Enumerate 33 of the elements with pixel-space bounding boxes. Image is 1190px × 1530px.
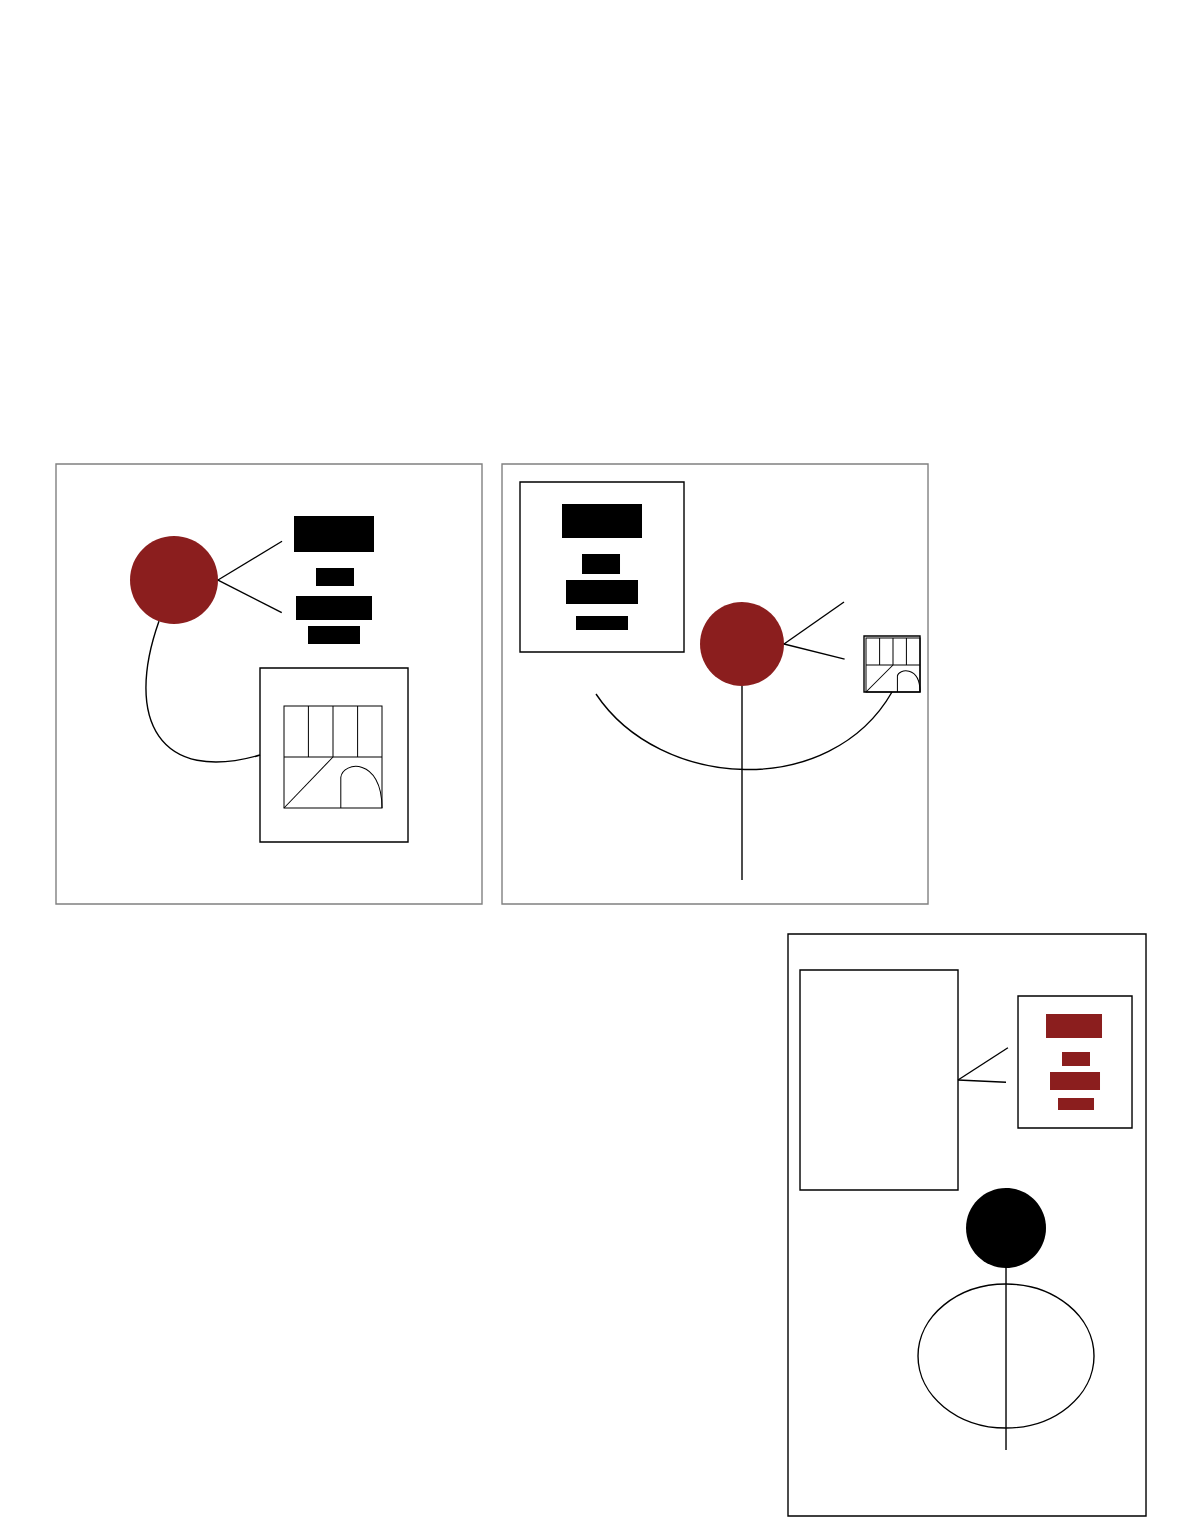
connector-line <box>783 643 846 660</box>
panel-frame <box>1017 995 1133 1129</box>
bar-block <box>308 626 360 644</box>
bar-block <box>294 516 374 552</box>
connector-line <box>741 685 743 881</box>
bar-block <box>1058 1098 1094 1110</box>
panel-frame <box>501 463 929 905</box>
bar-block <box>1050 1072 1100 1090</box>
connector-line <box>145 620 261 763</box>
panel-frame <box>519 481 685 653</box>
connector-line <box>783 601 845 645</box>
bar-block <box>1046 1014 1102 1038</box>
connector-line <box>595 691 893 771</box>
connector-line <box>1005 1267 1007 1451</box>
bar-block <box>296 596 372 620</box>
connector-line <box>957 1047 1009 1081</box>
bar-block <box>576 616 628 630</box>
filled-circle <box>966 1188 1046 1268</box>
bar-block <box>316 568 354 586</box>
bar-block <box>562 504 642 538</box>
ellipse-outline <box>917 1283 1095 1429</box>
bar-block <box>582 554 620 574</box>
connector-line <box>217 579 283 614</box>
panel-frame <box>787 933 1147 1517</box>
filled-circle <box>130 536 218 624</box>
filled-circle <box>700 602 784 686</box>
bar-block <box>1062 1052 1090 1066</box>
panel-frame <box>259 667 409 843</box>
connector-line <box>957 1079 1007 1083</box>
panel-frame <box>799 969 959 1191</box>
bar-block <box>566 580 638 604</box>
connector-line <box>217 540 283 581</box>
panel-frame <box>55 463 483 905</box>
